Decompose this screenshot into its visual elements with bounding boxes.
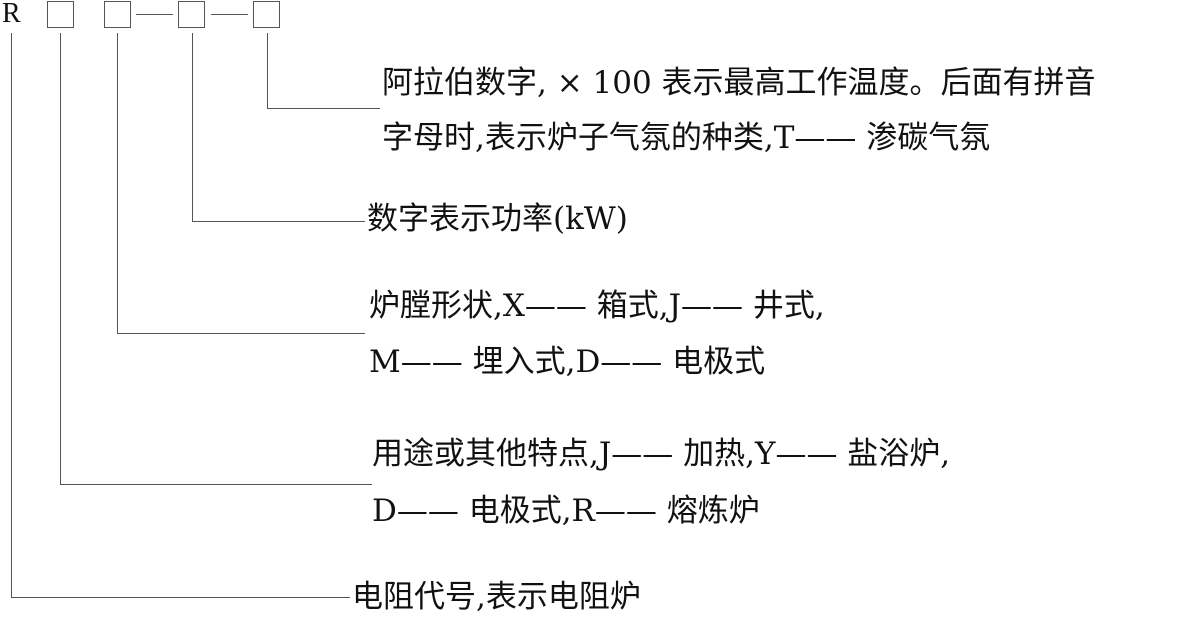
placeholder-box-4 — [253, 1, 280, 28]
placeholder-box-3 — [178, 1, 205, 28]
annotation-chamber-shape-line-2: M—— 埋入式,D—— 电极式 — [369, 344, 766, 380]
leader-horizontal-box-4 — [267, 108, 380, 109]
annotation-purpose-line-1: 用途或其他特点,J—— 加热,Y—— 盐浴炉, — [372, 436, 951, 472]
code-letter-r: R — [2, 0, 21, 29]
leader-vertical-box-4 — [267, 33, 268, 108]
separator-dash-1 — [136, 14, 173, 15]
annotation-temperature-line-2: 字母时,表示炉子气氛的种类,T—— 渗碳气氛 — [382, 120, 991, 156]
leader-horizontal-box-2 — [117, 333, 365, 334]
annotation-resistance-code: 电阻代号,表示电阻炉 — [352, 579, 641, 615]
leader-vertical-r — [11, 33, 12, 597]
annotation-temperature-line-1: 阿拉伯数字, × 100 表示最高工作温度。后面有拼音 — [382, 65, 1096, 101]
annotation-purpose-line-2: D—— 电极式,R—— 熔炼炉 — [372, 493, 760, 529]
leader-horizontal-box-1 — [60, 484, 372, 485]
leader-vertical-box-2 — [117, 33, 118, 333]
placeholder-box-1 — [47, 1, 74, 28]
separator-dash-2 — [211, 14, 248, 15]
placeholder-box-2 — [104, 1, 131, 28]
leader-vertical-box-1 — [60, 33, 61, 484]
leader-horizontal-r — [11, 597, 350, 598]
leader-horizontal-box-3 — [192, 221, 365, 222]
annotation-power: 数字表示功率(kW) — [367, 201, 628, 237]
annotation-chamber-shape-line-1: 炉膛形状,X—— 箱式,J—— 井式, — [369, 288, 825, 324]
leader-vertical-box-3 — [192, 33, 193, 221]
